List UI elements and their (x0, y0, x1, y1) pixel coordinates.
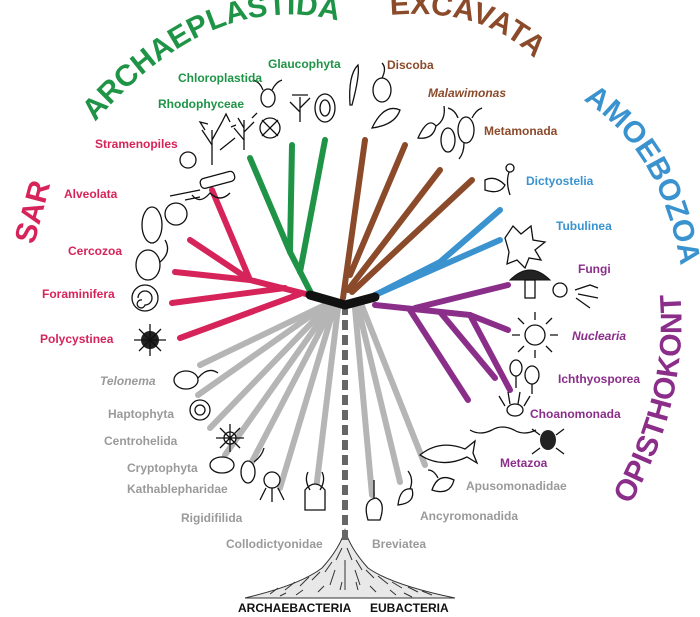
malawimonas-drawing (417, 105, 445, 139)
taxon-label-ancyromonadida: Ancyromonadida (420, 509, 518, 523)
red-alga-drawing (230, 112, 258, 150)
animals-drawing (418, 426, 565, 465)
ancyromonad-drawing (397, 470, 414, 506)
taxon-label-chloroplastida: Chloroplastida (178, 71, 262, 85)
taxon-label-dictyostelia: Dictyostelia (526, 174, 594, 188)
excavata-branches (340, 137, 475, 301)
apusomonad-drawing (427, 469, 455, 493)
metamonad-drawing (440, 107, 483, 160)
taxon-label-centrohelida: Centrohelida (104, 434, 178, 448)
cryptophyte-drawing (209, 456, 235, 474)
taxon-label-cercozoa: Cercozoa (68, 244, 122, 258)
taxon-label-kathablepharidae: Kathablepharidae (127, 482, 228, 496)
amoeba-drawing (504, 224, 547, 270)
taxon-label-tubulinea: Tubulinea (556, 219, 612, 233)
taxon-label-fungi: Fungi (578, 262, 611, 276)
dictyostelid-drawing (484, 163, 515, 196)
root-label-archaebacteria: ARCHAEBACTERIA (238, 601, 352, 615)
taxon-label-discoba: Discoba (387, 58, 434, 72)
taxon-label-breviatea: Breviatea (372, 537, 426, 551)
foraminifera-drawing (131, 284, 159, 312)
taxon-label-choanomonada: Choanomonada (530, 407, 621, 421)
taxon-label-rigidifilida: Rigidifilida (181, 511, 243, 525)
ichthyosporean-drawing (509, 359, 540, 394)
taxon-label-stramenopiles: Stramenopiles (95, 137, 178, 151)
choanoflagellate-drawing (498, 391, 531, 417)
radiolarian-drawing (134, 324, 166, 356)
unassigned-branches-left (195, 302, 341, 501)
opisthokonta-branches (372, 282, 513, 403)
taxon-label-collodictyonidae: Collodictyonidae (226, 537, 323, 551)
archaeplastida-branches (247, 137, 328, 298)
nuclearia-drawing (512, 312, 558, 358)
group-label-sar: SAR (9, 177, 57, 247)
taxon-label-haptophyta: Haptophyta (108, 407, 174, 421)
taxon-label-rhodophyceae: Rhodophyceae (158, 97, 244, 111)
centrohelid-drawing (216, 424, 244, 452)
taxon-label-glaucophyta: Glaucophyta (268, 57, 341, 71)
taxon-label-ichthyosporea: Ichthyosporea (558, 372, 640, 386)
taxon-label-polycystinea: Polycystinea (40, 332, 114, 346)
telonema-drawing (173, 369, 219, 390)
unassigned-branches-right (352, 303, 428, 498)
taxon-label-alveolata: Alveolata (64, 187, 118, 201)
amoebozoa-branches (372, 207, 503, 298)
breviate-drawing (365, 480, 383, 521)
taxon-label-cryptophyta: Cryptophyta (127, 461, 198, 475)
fungus-drawing (508, 269, 599, 309)
root-label-eubacteria: EUBACTERIA (370, 601, 449, 615)
taxon-label-nuclearia: Nuclearia (572, 329, 626, 343)
group-label-amoebozoa: AMOEBOZOA (579, 79, 700, 267)
taxon-label-metamonada: Metamonada (484, 124, 558, 138)
stramenopile-drawing (179, 112, 236, 189)
kathablepharid-drawing (240, 447, 265, 484)
organism-illustrations (131, 62, 599, 521)
taxon-label-foraminifera: Foraminifera (42, 287, 115, 301)
group-label-excavata: EXCAVATA (389, 0, 552, 64)
discoba-drawing (349, 62, 401, 129)
haptophyte-drawing (189, 399, 211, 421)
alveolate-drawing (141, 189, 231, 244)
taxon-label-malawimonas: Malawimonas (428, 86, 506, 100)
green-alga-drawing (252, 79, 283, 139)
collodictyonid-drawing (304, 471, 326, 511)
cercozoan-drawing (135, 239, 169, 281)
glaucophyte-drawing (289, 93, 336, 123)
rigidifilid-drawing (259, 471, 285, 502)
central-trunk (305, 290, 380, 310)
taxon-label-telonema: Telonema (100, 374, 156, 388)
taxon-label-apusomonadidae: Apusomonadidae (466, 479, 567, 493)
taxon-label-metazoa: Metazoa (500, 456, 548, 470)
sar-branches (169, 187, 313, 341)
